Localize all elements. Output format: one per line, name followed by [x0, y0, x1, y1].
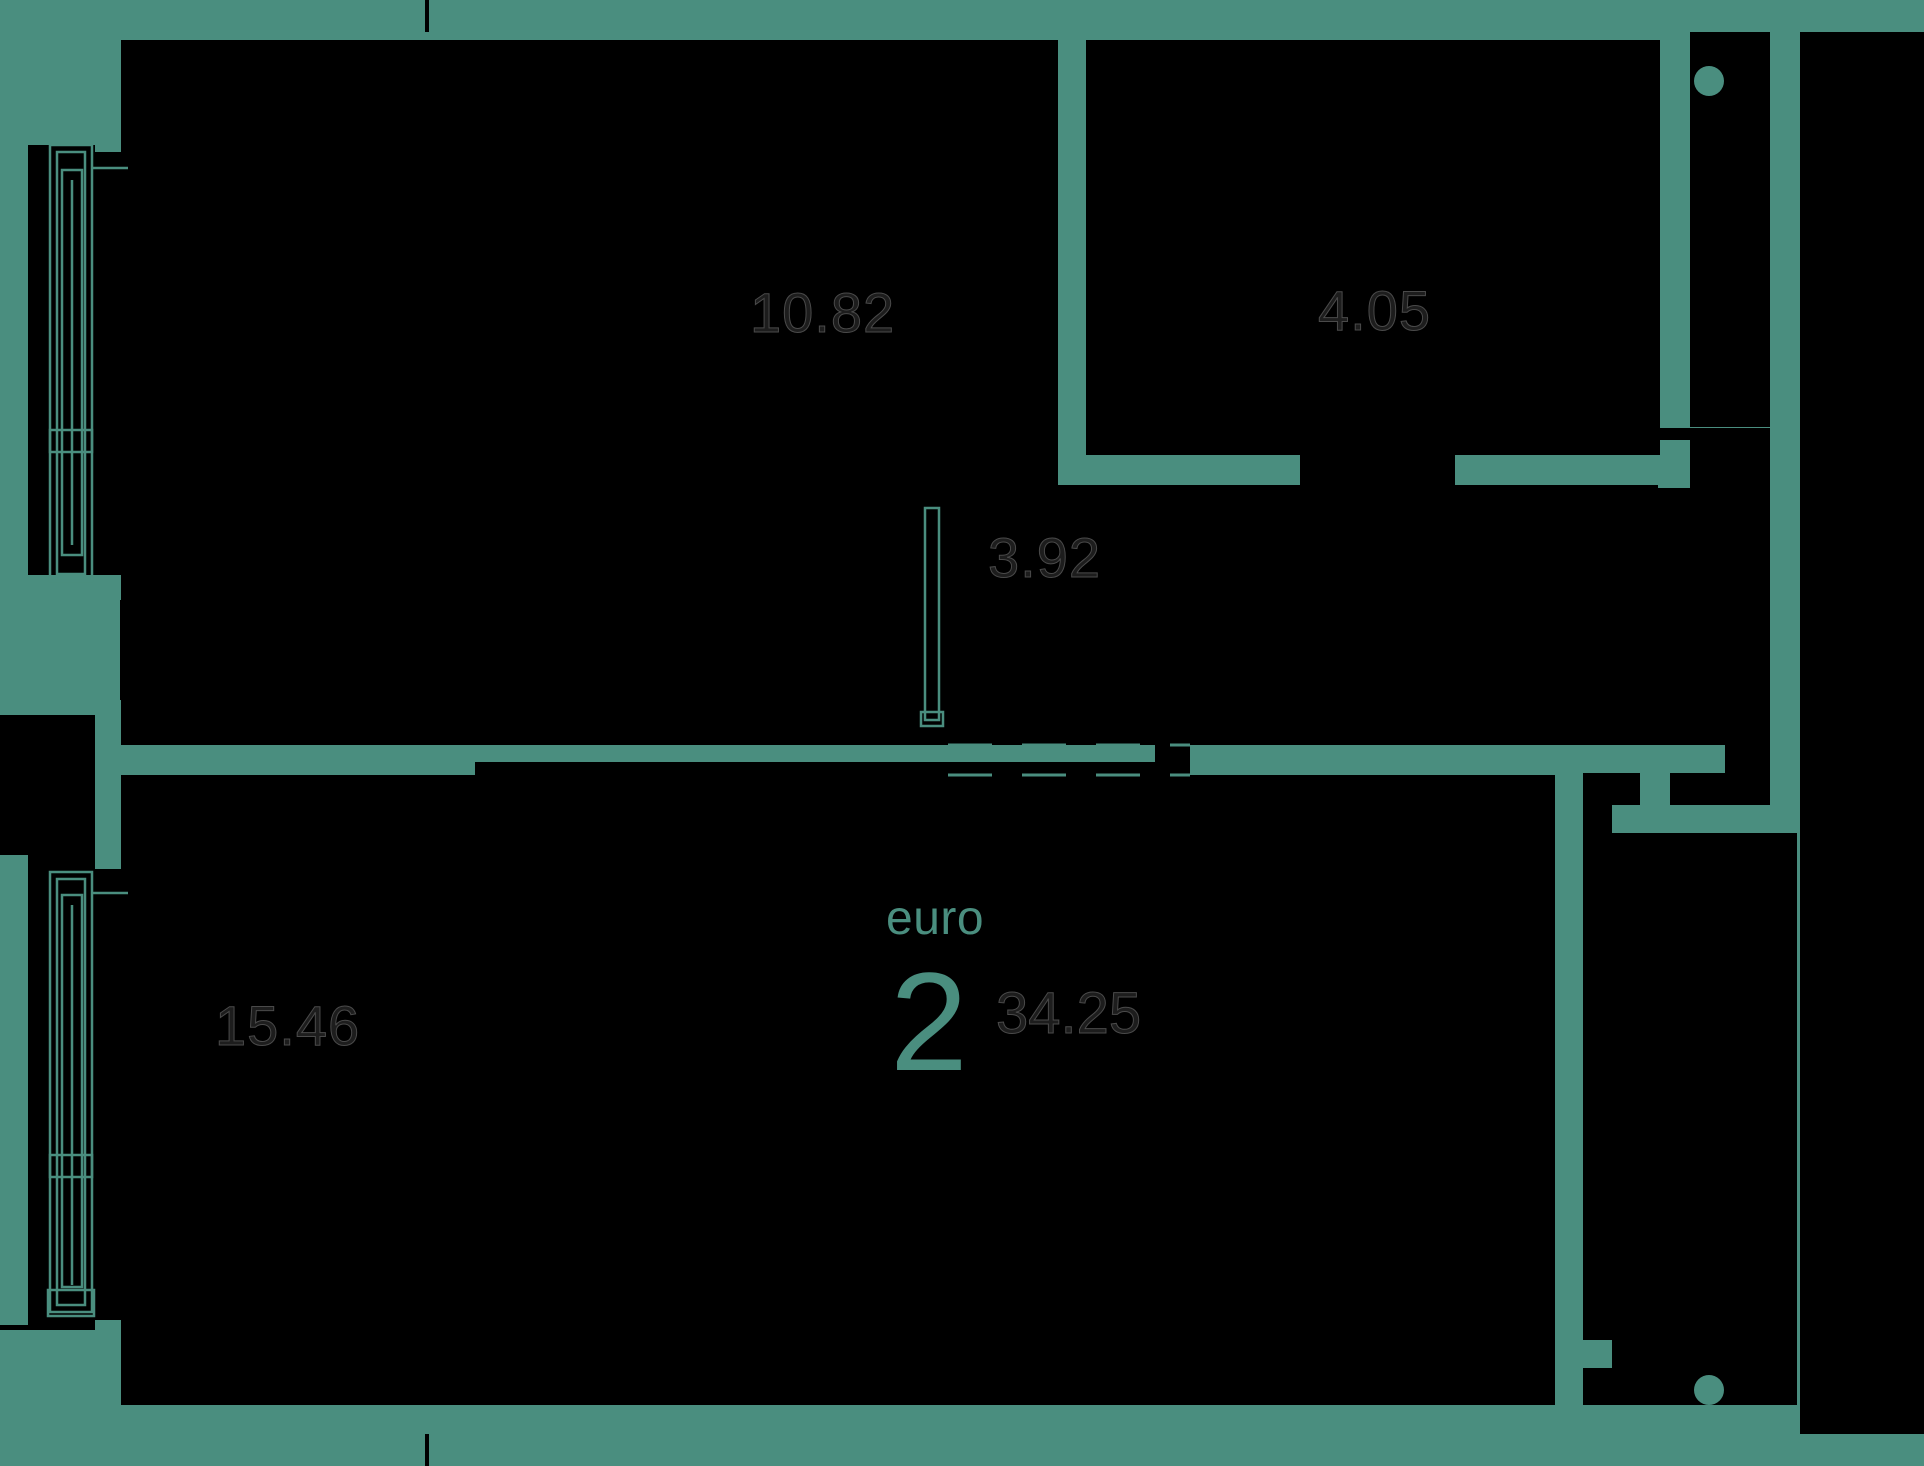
door-bathroom-hinge [919, 710, 945, 728]
window-upper-sash [60, 168, 84, 557]
window-lower-foot [46, 1288, 96, 1318]
room-bedroom-floor [1086, 40, 1660, 455]
plumbing-fixtures [1694, 66, 1724, 1405]
door-interior-dashed [948, 743, 1190, 777]
window-lower-frame-inner [55, 877, 87, 1307]
window-upper-left [48, 143, 128, 583]
room-count-badge: 2 [890, 943, 968, 1100]
plumbing-riser-bottom-icon [1694, 1375, 1724, 1405]
balcony-bottom-floor [1690, 1000, 1770, 1405]
pocket-left-mid [0, 715, 95, 855]
window-lower-sash [60, 893, 84, 1289]
area-label-bedroom: 4.05 [1318, 279, 1431, 342]
area-label-living-room: 10.82 [749, 281, 896, 344]
window-upper-frame-inner [55, 150, 87, 576]
total-area-label: 34.25 [995, 981, 1142, 1046]
wall-corridor-top [1190, 745, 1565, 775]
window-upper-handle [48, 428, 94, 454]
room-interiors [0, 32, 1797, 1405]
recess-window-lower [28, 869, 121, 1320]
brand-label-euro: euro [886, 892, 985, 945]
wall-storage-shelf [1612, 805, 1797, 833]
wall-window-head-lower [95, 855, 121, 869]
corridor-floor [1218, 775, 1555, 900]
wall-bedroom-bottom [1455, 455, 1690, 485]
door-bathroom [919, 506, 945, 728]
wall-storage-notch [1640, 745, 1670, 805]
window-lower-frame [48, 870, 94, 1314]
recess-window-upper [28, 152, 121, 575]
window-upper-frame [48, 143, 94, 583]
wall-top-band [95, 0, 1795, 40]
wall-bedroom-bottom-corner [1658, 440, 1690, 488]
area-label-main-room: 15.46 [214, 994, 361, 1057]
window-lower-handle [48, 1153, 94, 1179]
door-bathroom-leaf [923, 506, 941, 722]
room-bathroom-floor [948, 485, 1300, 745]
wall-mark-bottom [425, 1434, 429, 1466]
wall-bottom-outer [0, 1434, 1924, 1466]
room-living-floor [121, 40, 1058, 745]
wall-left-lower [0, 855, 28, 1325]
wall-living-left-b [95, 700, 121, 860]
wall-mark-top [425, 0, 429, 32]
wall-living-bedroom [1058, 40, 1086, 480]
area-label-bathroom: 3.92 [988, 526, 1101, 589]
wall-storage-left [1555, 745, 1583, 1405]
wall-bottom-band [95, 1405, 1795, 1437]
window-lower-left [46, 870, 128, 1318]
balcony-top-floor [1690, 32, 1770, 427]
wall-window-head-upper [95, 140, 121, 152]
wall-bedroom-right [1660, 32, 1690, 427]
wall-left-upper [0, 140, 28, 600]
window-details [46, 143, 945, 1318]
plumbing-riser-top-icon [1694, 66, 1724, 96]
